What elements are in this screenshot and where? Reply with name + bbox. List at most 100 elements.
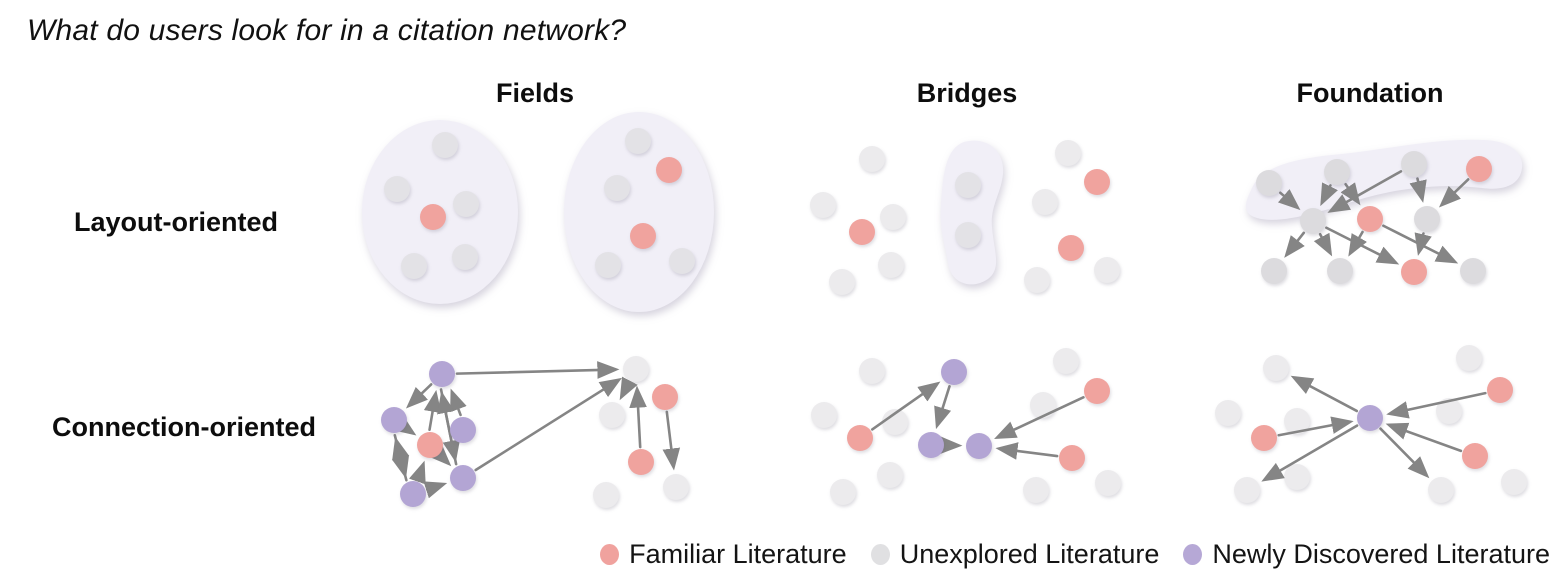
node-gray — [401, 253, 427, 279]
node-newly — [966, 433, 992, 459]
citation-arrow — [391, 433, 410, 479]
column-header-fields: Fields — [495, 78, 575, 108]
node-familiar — [1084, 378, 1110, 404]
citation-arrow — [393, 415, 417, 436]
node-familiar — [1084, 169, 1110, 195]
citation-arrow — [1385, 422, 1463, 453]
node-grayMid — [1300, 208, 1326, 234]
node-familiar — [417, 432, 443, 458]
unexplored-literature-dot-icon — [870, 544, 890, 565]
citation-arrow — [1348, 230, 1367, 257]
node-familiar — [1401, 259, 1427, 285]
citation-arrow — [405, 383, 433, 409]
legend-item-unexplored: Unexplored Literature — [870, 539, 1160, 570]
node-gray — [452, 244, 478, 270]
fields-connection-diagram — [381, 356, 689, 508]
node-grayLight — [1234, 477, 1260, 503]
node-grayLight — [1215, 400, 1241, 426]
node-grayLight — [878, 252, 904, 278]
citation-arrow — [629, 385, 647, 449]
node-grayLight — [1436, 398, 1462, 424]
citation-arrow — [1409, 177, 1427, 203]
node-grayMid — [1324, 159, 1350, 185]
node-familiar — [847, 425, 873, 451]
group-blob — [940, 140, 1004, 285]
node-grayLight — [882, 409, 908, 435]
node-newly — [450, 417, 476, 443]
node-grayLight — [829, 269, 855, 295]
citation-arrow — [934, 385, 952, 430]
node-grayLight — [810, 192, 836, 218]
node-gray — [604, 175, 630, 201]
citation-arrow — [408, 460, 426, 485]
node-grayLight — [1263, 355, 1289, 381]
citation-arrow — [455, 361, 620, 379]
node-grayLight — [880, 204, 906, 230]
citation-arrow — [1320, 182, 1338, 207]
node-grayLight — [1095, 470, 1121, 496]
row-header-layout-oriented: Layout-oriented — [73, 207, 279, 237]
citation-arrow — [995, 442, 1059, 460]
node-grayLight — [1055, 140, 1081, 166]
legend-label: Familiar Literature — [629, 539, 847, 569]
citation-arrow — [994, 396, 1085, 439]
node-grayMid — [1401, 151, 1427, 177]
node-familiar — [1059, 445, 1085, 471]
node-grayLight — [1284, 408, 1310, 434]
citation-arrow — [1327, 170, 1403, 213]
citation-arrow — [423, 389, 442, 432]
node-grayLight — [623, 356, 649, 382]
node-newly — [450, 465, 476, 491]
node-grayMid — [1327, 258, 1353, 284]
bridges-layout-diagram — [810, 140, 1120, 295]
node-familiar — [1462, 443, 1488, 469]
citation-arrow — [1382, 224, 1459, 264]
legend-label: Newly Discovered Literature — [1212, 539, 1550, 569]
legend-item-newly-discovered: Newly Discovered Literature — [1183, 539, 1550, 570]
citation-arrow — [870, 381, 941, 431]
node-grayLight — [1032, 189, 1058, 215]
node-familiar — [1357, 206, 1383, 232]
column-header-foundation: Foundation — [1296, 78, 1444, 108]
node-familiar — [656, 157, 682, 183]
node-familiar — [1058, 235, 1084, 261]
node-newly — [381, 407, 407, 433]
node-newly — [918, 432, 944, 458]
node-grayLight — [1501, 469, 1527, 495]
node-gray — [384, 176, 410, 202]
node-grayLight — [830, 479, 856, 505]
column-header-bridges: Bridges — [916, 78, 1018, 108]
citation-arrow — [429, 444, 452, 467]
citation-arrow — [1386, 391, 1487, 419]
node-grayLight — [1030, 392, 1056, 418]
bridges-connection-diagram — [811, 348, 1121, 505]
node-grayLight — [859, 358, 885, 384]
citation-arrow — [619, 376, 638, 401]
node-grayMid — [1460, 258, 1486, 284]
row-header-connection-oriented: Connection-oriented — [52, 412, 316, 442]
citation-arrow — [1340, 182, 1361, 206]
citation-arrow — [423, 481, 448, 499]
node-gray — [955, 172, 981, 198]
citation-arrow — [1438, 178, 1470, 208]
node-newly — [400, 481, 426, 507]
newly-discovered-literature-dot-icon — [1183, 544, 1203, 565]
node-familiar — [849, 219, 875, 245]
legend-label: Unexplored Literature — [899, 539, 1160, 569]
foundation-layout-diagram — [1245, 139, 1523, 285]
node-grayLight — [1284, 464, 1310, 490]
fields-layout-diagram — [362, 112, 714, 312]
node-grayLight — [1053, 348, 1079, 374]
citation-arrow — [1277, 416, 1354, 437]
figure-title: What do users look for in a citation net… — [27, 14, 627, 47]
citation-arrow — [1313, 232, 1333, 257]
node-familiar — [420, 204, 446, 230]
node-familiar — [630, 223, 656, 249]
node-gray — [453, 191, 479, 217]
node-gray — [625, 128, 651, 154]
node-grayLight — [877, 462, 903, 488]
citation-arrow — [1379, 427, 1430, 479]
node-newly — [941, 359, 967, 385]
node-familiar — [652, 384, 678, 410]
node-familiar — [1251, 425, 1277, 451]
